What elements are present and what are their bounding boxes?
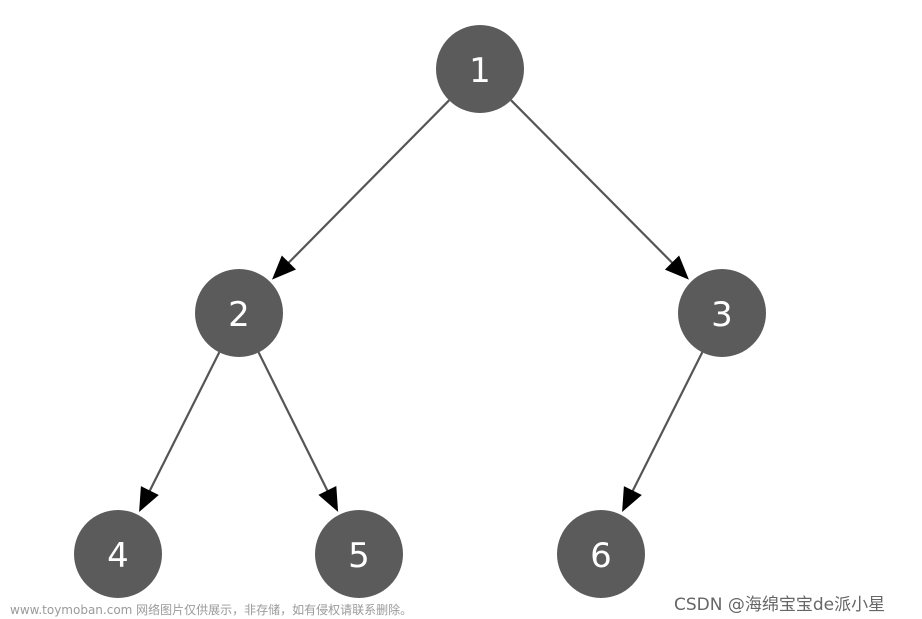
node-label: 1 [469, 51, 491, 91]
edge-2-4 [148, 351, 221, 493]
node-label: 6 [590, 536, 612, 576]
node-circle [195, 269, 283, 357]
tree-node-1: 1 [436, 25, 524, 113]
edge-2-5 [257, 351, 330, 493]
author-watermark: CSDN @海绵宝宝de派小星 [674, 595, 886, 615]
edge-1-2 [286, 99, 450, 265]
tree-node-4: 4 [74, 510, 162, 598]
node-label: 4 [107, 536, 129, 576]
node-label: 3 [711, 295, 733, 335]
tree-node-2: 2 [195, 269, 283, 357]
tree-node-6: 6 [557, 510, 645, 598]
tree-node-5: 5 [315, 510, 403, 598]
arrowhead-1-2 [272, 255, 296, 280]
node-label: 2 [228, 295, 250, 335]
node-circle [315, 510, 403, 598]
node-circle [678, 269, 766, 357]
node-circle [557, 510, 645, 598]
arrowhead-2-4 [139, 486, 159, 512]
edge-3-6 [631, 351, 704, 493]
arrowhead-1-3 [664, 255, 689, 280]
arrowhead-2-5 [318, 486, 339, 512]
edges-layer [139, 99, 704, 512]
node-circle [74, 510, 162, 598]
arrowhead-3-6 [622, 486, 642, 512]
nodes-layer: 1 2 3 4 5 6 [74, 25, 766, 598]
node-label: 5 [348, 536, 370, 576]
source-watermark: www.toymoban.com 网络图片仅供展示，非存储，如有侵权请联系删除。 [10, 603, 413, 617]
edge-1-3 [510, 99, 675, 265]
node-circle [436, 25, 524, 113]
tree-node-3: 3 [678, 269, 766, 357]
